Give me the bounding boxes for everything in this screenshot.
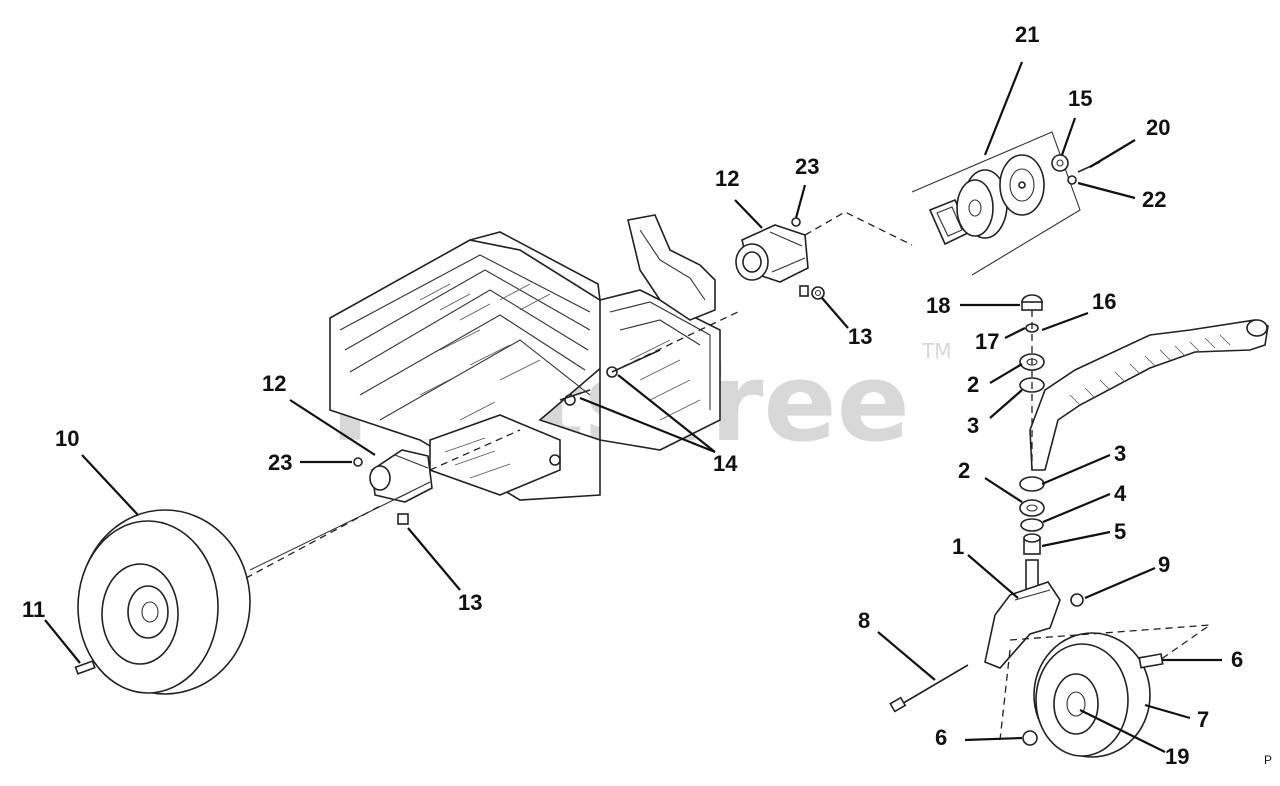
callout-5: 5 xyxy=(1114,519,1126,544)
nut-9 xyxy=(1070,593,1084,607)
nut-13-top xyxy=(811,286,825,300)
cup-3-bottom xyxy=(1019,476,1045,492)
bolt-6-right xyxy=(1138,653,1164,669)
pulley-kit-21 xyxy=(911,131,1081,276)
callout-16: 16 xyxy=(1092,289,1116,314)
callout-15: 15 xyxy=(1068,86,1092,111)
caster-fork-1 xyxy=(984,559,1061,669)
callout-2-top: 2 xyxy=(967,372,979,397)
callout-11: 11 xyxy=(22,597,45,622)
watermark-trademark: TM xyxy=(921,339,951,363)
callout-17: 17 xyxy=(975,329,999,354)
callout-3-top: 3 xyxy=(967,413,979,438)
callout-6-left: 6 xyxy=(935,725,947,750)
bolt-8 xyxy=(889,664,969,713)
callout-18: 18 xyxy=(926,293,950,318)
nut-15 xyxy=(1051,154,1069,172)
callout-20: 20 xyxy=(1146,115,1170,140)
callout-6-right: 6 xyxy=(1231,647,1243,672)
callout-labels: 21 15 20 22 12 23 13 18 16 17 2 3 14 12 … xyxy=(22,22,1243,769)
bearing-2-bottom xyxy=(1019,499,1045,517)
callout-13-top: 13 xyxy=(848,324,872,349)
nut-23-bottom xyxy=(353,457,363,467)
callout-9: 9 xyxy=(1158,552,1170,577)
callout-19: 19 xyxy=(1165,744,1189,769)
callout-4: 4 xyxy=(1114,481,1127,506)
nut-23-top xyxy=(791,217,801,227)
caster-arm xyxy=(1029,319,1269,471)
spindle-assembly-top xyxy=(735,224,809,297)
callout-22: 22 xyxy=(1142,187,1166,212)
callout-1: 1 xyxy=(952,534,964,559)
spacer-5 xyxy=(1023,533,1041,555)
callout-12-bottom: 12 xyxy=(262,371,286,396)
bolt-11 xyxy=(74,660,96,675)
washer-4 xyxy=(1020,518,1044,532)
corner-mark: P xyxy=(1264,753,1272,767)
callout-7: 7 xyxy=(1197,707,1209,732)
leader-lines xyxy=(44,61,1222,753)
callout-3-bottom: 3 xyxy=(1114,441,1126,466)
nut-6-left xyxy=(1022,730,1038,746)
main-frame xyxy=(329,214,721,501)
washer-22 xyxy=(1067,175,1077,185)
callout-23-bottom: 23 xyxy=(268,450,292,475)
rear-wheel xyxy=(77,491,411,695)
caster-wheel xyxy=(1033,632,1151,758)
callout-21: 21 xyxy=(1015,22,1039,47)
callout-10: 10 xyxy=(55,426,79,451)
callout-2-bottom: 2 xyxy=(958,458,970,483)
callout-12-top: 12 xyxy=(715,166,739,191)
callout-23-top: 23 xyxy=(795,154,819,179)
callout-14: 14 xyxy=(713,451,738,476)
callout-8: 8 xyxy=(858,608,870,633)
assembly-center-lines xyxy=(245,211,1213,741)
dust-cap-18 xyxy=(1021,294,1043,311)
callout-13-bottom: 13 xyxy=(458,590,482,615)
